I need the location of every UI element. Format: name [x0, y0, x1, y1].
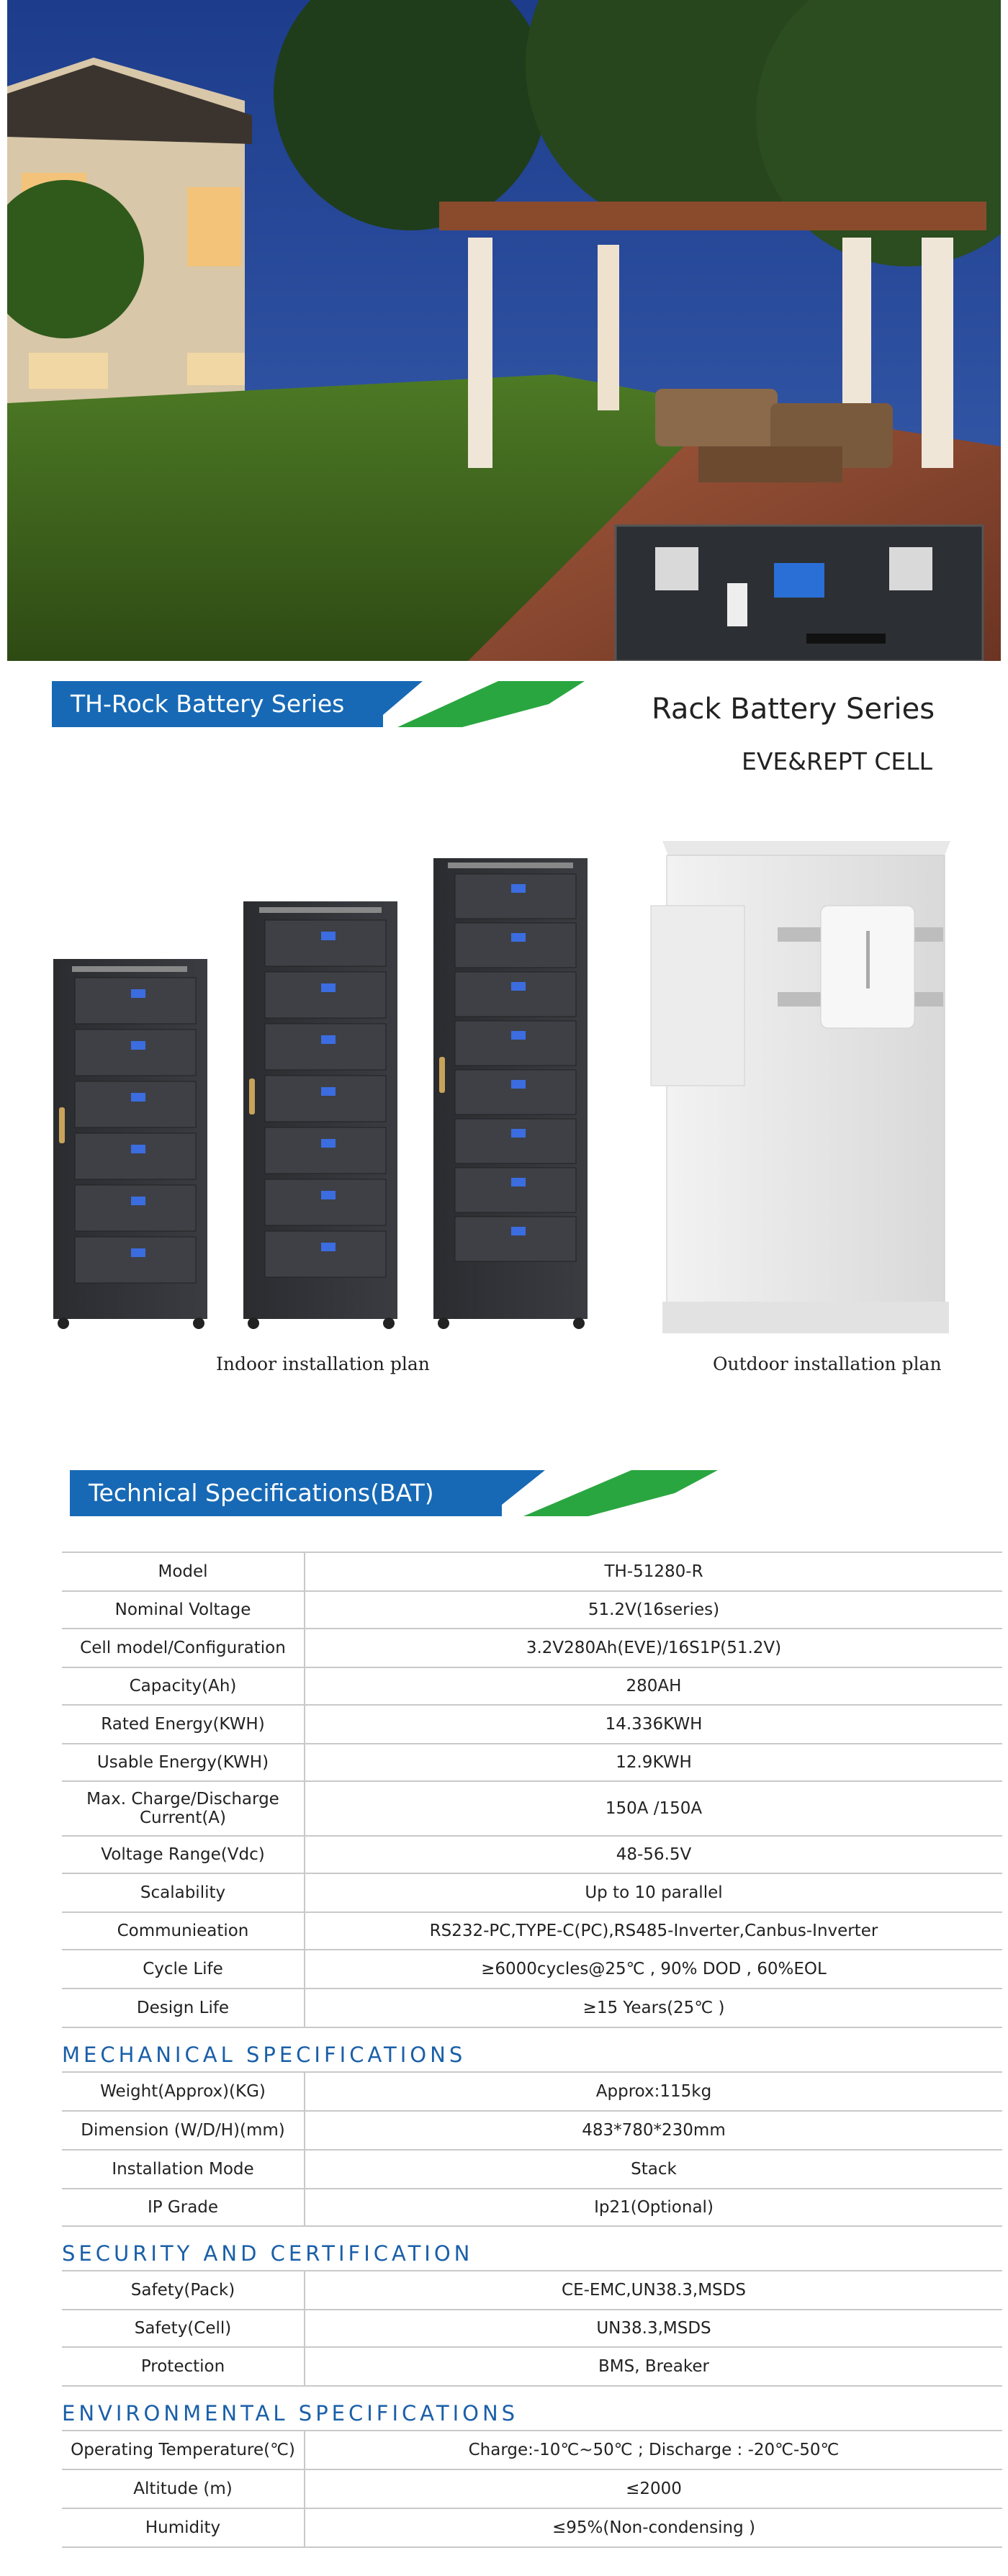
series-banner: TH-Rock Battery Series [52, 681, 585, 727]
spec-label: Cell model/Configuration [62, 1629, 305, 1667]
environmental-spec-group: Operating Temperature(℃) Charge:-10℃~50℃ … [62, 2430, 1002, 2548]
rack-series-title: Rack Battery Series [652, 693, 935, 726]
spec-label: Communieation [62, 1913, 305, 1949]
section-header-security: SECURITY AND CERTIFICATION [62, 2227, 1002, 2270]
spec-value: ≤2000 [626, 2480, 682, 2498]
spec-label: Weight(Approx)(KG) [62, 2073, 305, 2110]
spec-value: ≥15 Years(25℃ ) [582, 1999, 725, 2017]
spec-value: 12.9KWH [616, 1753, 692, 1772]
spec-row: Scalability Up to 10 parallel [62, 1874, 1002, 1913]
spec-label: Protection [62, 2348, 305, 2385]
spec-row: Max. Charge/Discharge Current(A) 150A /15… [62, 1782, 1002, 1837]
spec-label: Voltage Range(Vdc) [62, 1837, 305, 1873]
spec-label: Rated Energy(KWH) [62, 1706, 305, 1743]
spec-row: Communieation RS232-PC,TYPE-C(PC),RS485-I… [62, 1913, 1002, 1950]
spec-value: Stack [631, 2160, 677, 2179]
spec-value: 3.2V280Ah(EVE)/16S1P(51.2V) [526, 1639, 782, 1657]
spec-row: Capacity(Ah) 280AH [62, 1668, 1002, 1706]
spec-row: Cell model/Configuration 3.2V280Ah(EVE)/1… [62, 1629, 1002, 1668]
spec-label: Model [62, 1553, 305, 1590]
section-header-environmental: ENVIRONMENTAL SPECIFICATIONS [62, 2387, 1002, 2430]
spec-value: RS232-PC,TYPE-C(PC),RS485-Inverter,Canbu… [429, 1922, 878, 1940]
spec-label: Humidity [62, 2509, 305, 2546]
spec-label: Altitude (m) [62, 2470, 305, 2508]
spec-value: TH-51280-R [604, 1562, 703, 1581]
spec-label: Max. Charge/Discharge Current(A) [62, 1782, 305, 1835]
spec-row: Operating Temperature(℃) Charge:-10℃~50℃ … [62, 2430, 1002, 2470]
section-title: ENVIRONMENTAL SPECIFICATIONS [62, 2401, 519, 2426]
spec-label: Design Life [62, 1989, 305, 2027]
section-header-mechanical: MECHANICAL SPECIFICATIONS [62, 2028, 1002, 2071]
spec-row: Nominal Voltage 51.2V(16series) [62, 1592, 1002, 1629]
spec-row: Humidity ≤95%(Non-condensing ) [62, 2509, 1002, 2548]
spec-row: Design Life ≥15 Years(25℃ ) [62, 1989, 1002, 2028]
spec-label: Scalability [62, 1874, 305, 1911]
spec-row: Cycle Life ≥6000cycles@25℃ , 90% DOD , 60… [62, 1950, 1002, 1989]
spec-row: Protection BMS, Breaker [62, 2348, 1002, 2387]
spec-banner: Technical Specifications(BAT) [70, 1470, 718, 1516]
spec-row: Usable Energy(KWH) 12.9KWH [62, 1744, 1002, 1782]
battery-spec-group: Model TH-51280-R Nominal Voltage 51.2V(16se… [62, 1552, 1002, 2028]
spec-value: 14.336KWH [605, 1715, 703, 1734]
spec-label: Cycle Life [62, 1950, 305, 1988]
spec-value: BMS, Breaker [598, 2357, 709, 2376]
spec-value: 280AH [626, 1677, 682, 1695]
security-spec-group: Safety(Pack) CE-EMC,UN38.3,MSDS Safety(Cel… [62, 2270, 1002, 2387]
outdoor-caption: Outdoor installation plan [713, 1354, 942, 1374]
spec-banner-label: Technical Specifications(BAT) [89, 1479, 434, 1507]
spec-row: Model TH-51280-R [62, 1552, 1002, 1592]
spec-label: Dimension (W/D/H)(mm) [62, 2112, 305, 2149]
spec-value: 483*780*230mm [582, 2121, 726, 2140]
rack-series-subtitle: EVE&REPT CELL [742, 747, 932, 775]
spec-row: Rated Energy(KWH) 14.336KWH [62, 1706, 1002, 1744]
indoor-caption: Indoor installation plan [216, 1354, 430, 1374]
spec-value: Ip21(Optional) [594, 2198, 714, 2217]
spec-row: Installation Mode Stack [62, 2151, 1002, 2189]
spec-value: 51.2V(16series) [588, 1600, 720, 1619]
section-title: SECURITY AND CERTIFICATION [62, 2241, 474, 2266]
spec-value: UN38.3,MSDS [596, 2319, 711, 2338]
spec-table: Model TH-51280-R Nominal Voltage 51.2V(16se… [62, 1552, 1002, 2548]
spec-value: Up to 10 parallel [585, 1883, 723, 1902]
section-title: MECHANICAL SPECIFICATIONS [62, 2043, 467, 2067]
spec-value: CE-EMC,UN38.3,MSDS [562, 2281, 746, 2300]
spec-row: Weight(Approx)(KG) Approx:115kg [62, 2071, 1002, 2112]
spec-label: Safety(Cell) [62, 2310, 305, 2346]
spec-row: Altitude (m) ≤2000 [62, 2470, 1002, 2509]
spec-label: Safety(Pack) [62, 2271, 305, 2309]
series-banner-label: TH-Rock Battery Series [71, 690, 345, 718]
product-cabinets-image [50, 841, 958, 1338]
spec-value: Charge:-10℃~50℃ ; Discharge : -20℃-50℃ [468, 2441, 840, 2459]
spec-label: Nominal Voltage [62, 1592, 305, 1628]
spec-value: ≤95%(Non-condensing ) [552, 2518, 755, 2537]
spec-row: Safety(Cell) UN38.3,MSDS [62, 2310, 1002, 2348]
spec-row: Dimension (W/D/H)(mm) 483*780*230mm [62, 2112, 1002, 2151]
spec-row: Voltage Range(Vdc) 48-56.5V [62, 1837, 1002, 1874]
spec-label: Installation Mode [62, 2151, 305, 2188]
spec-label: Operating Temperature(℃) [62, 2431, 305, 2469]
spec-value: ≥6000cycles@25℃ , 90% DOD , 60%EOL [481, 1960, 827, 1978]
spec-row: Safety(Pack) CE-EMC,UN38.3,MSDS [62, 2270, 1002, 2310]
hero-photo [7, 0, 1001, 661]
spec-value: Approx:115kg [595, 2082, 712, 2101]
spec-value: 48-56.5V [616, 1845, 692, 1864]
spec-label: Capacity(Ah) [62, 1668, 305, 1704]
spec-value: 150A /150A [605, 1799, 703, 1818]
spec-label: Usable Energy(KWH) [62, 1744, 305, 1780]
spec-label: IP Grade [62, 2189, 305, 2225]
spec-row: IP Grade Ip21(Optional) [62, 2189, 1002, 2227]
